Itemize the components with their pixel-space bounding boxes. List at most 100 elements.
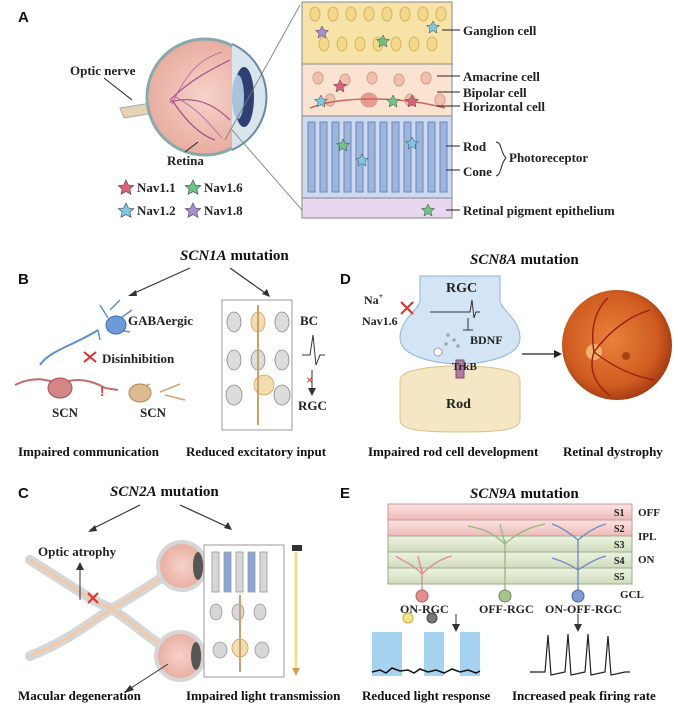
label-photoreceptor: Photoreceptor	[509, 150, 588, 165]
panel-c: C SCN2A mutation Optic atrophy	[18, 484, 341, 703]
label-na-sup: +	[379, 292, 384, 301]
panel-d-gene: SCN8A	[470, 252, 517, 268]
caption-e-left: Reduced light response	[362, 688, 491, 703]
nav16-marker-icon	[420, 203, 436, 217]
label-off: OFF	[638, 507, 660, 519]
nav11-marker-icon	[332, 79, 348, 93]
label-amacrine-cell: Amacrine cell	[463, 69, 540, 84]
label-rgc-d: RGC	[446, 281, 477, 296]
spike-trace	[302, 334, 325, 366]
panel-e-title: SCN9A mutation	[470, 486, 579, 502]
caption-c-left: Macular degeneration	[18, 688, 142, 703]
legend-star-icon	[184, 179, 202, 195]
label-scn-right: SCN	[140, 405, 167, 420]
caption-b-left: Impaired communication	[18, 444, 160, 459]
panel-b: B SCN1A mutation ! GABAergic Disinhibiti…	[14, 248, 327, 459]
block-x-icon	[87, 592, 99, 604]
panel-b-gene: SCN1A	[180, 248, 227, 264]
label-off-rgc: OFF-RGC	[479, 602, 534, 616]
caption-b-right: Reduced excitatory input	[186, 444, 327, 459]
label-on-rgc: ON-RGC	[400, 602, 449, 616]
label-gcl: GCL	[620, 589, 644, 601]
nav16-marker-icon	[375, 34, 391, 48]
nav16-marker-icon	[385, 94, 401, 108]
bipolar-stack-illustration	[221, 299, 293, 431]
panel-b-title: SCN1A mutation	[180, 248, 289, 264]
nav-legend: Nav1.1 Nav1.6 Nav1.2 Nav1.8	[117, 179, 243, 218]
label-rpe: Retinal pigment epithelium	[463, 203, 615, 218]
legend-label-nav11: Nav1.1	[137, 180, 176, 195]
nav12-marker-icon	[425, 20, 441, 34]
panel-d: D SCN8A mutation RGC Na+ Nav1.6 BDNF Trk…	[340, 252, 672, 459]
nav16-marker-icon	[335, 138, 351, 152]
panel-a: A Optic nerve Retina Nav1.1 Nav1.6	[18, 1, 615, 219]
firing-rate-trace	[530, 614, 630, 676]
legend-item-nav18: Nav1.8	[184, 202, 243, 218]
panel-d-title: SCN8A mutation	[470, 252, 579, 268]
nav11-marker-icon	[404, 94, 420, 108]
legend-item-nav16: Nav1.6	[184, 179, 243, 195]
label-ganglion-cell: Ganglion cell	[463, 23, 537, 38]
label-ipl: IPL	[638, 531, 656, 543]
nav12-marker-icon	[313, 94, 329, 108]
retina-label: Retina	[167, 153, 204, 168]
legend-star-icon	[117, 202, 135, 218]
nav12-marker-icon	[354, 153, 370, 167]
light-transmission-illustration	[203, 544, 302, 678]
stratum-s1: S1	[614, 508, 625, 519]
panel-c-title: SCN2A mutation	[110, 484, 219, 500]
label-na: Na+	[364, 292, 384, 307]
block-x-icon: ×	[306, 373, 313, 387]
fundus-image	[562, 290, 672, 400]
red-warning-icon: !	[100, 384, 104, 399]
label-nav16-d: Nav1.6	[362, 314, 398, 328]
label-na-text: Na	[364, 293, 379, 307]
synapse-illustration	[399, 275, 521, 433]
label-rgc-b: RGC	[298, 398, 327, 413]
label-horizontal-cell: Horizontal cell	[463, 99, 545, 114]
panel-e: E SCN9A mutation S1 S2 S3 S4 S5 OFF IPL …	[340, 485, 660, 703]
optic-nerve-label: Optic nerve	[70, 63, 136, 78]
panel-c-letter: C	[18, 485, 29, 502]
label-on: ON	[638, 554, 655, 566]
legend-star-icon	[117, 179, 135, 195]
panel-a-letter: A	[18, 9, 29, 26]
ipl-strata	[387, 503, 633, 585]
eye-illustration	[119, 37, 268, 157]
legend-star-icon	[184, 202, 202, 218]
label-scn-left: SCN	[52, 405, 79, 420]
stratum-s5: S5	[614, 572, 625, 583]
stratum-s3: S3	[614, 540, 625, 551]
legend-label-nav18: Nav1.8	[204, 203, 243, 218]
panel-d-letter: D	[340, 271, 351, 288]
legend-item-nav12: Nav1.2	[117, 202, 176, 218]
legend-label-nav12: Nav1.2	[137, 203, 176, 218]
panel-b-letter: B	[18, 271, 29, 288]
label-trkb: TrkB	[452, 361, 478, 373]
caption-d-right: Retinal dystrophy	[563, 444, 663, 459]
label-bipolar-cell: Bipolar cell	[463, 85, 527, 100]
layer-labels: Ganglion cell Amacrine cell Bipolar cell…	[437, 23, 615, 218]
label-gabaergic: GABAergic	[128, 313, 193, 328]
label-rod: Rod	[463, 139, 487, 154]
rgc-dendrites	[395, 523, 607, 603]
label-rod-d: Rod	[446, 397, 471, 412]
channel-block-icon	[400, 301, 414, 315]
panel-b-suffix: mutation	[227, 248, 290, 264]
panel-e-letter: E	[340, 485, 350, 502]
label-cone: Cone	[463, 164, 492, 179]
optic-chiasm-illustration	[25, 540, 208, 682]
panel-e-suffix: mutation	[517, 486, 580, 502]
panel-e-gene: SCN9A	[470, 486, 517, 502]
neuron-illustration	[14, 299, 186, 403]
legend-item-nav11: Nav1.1	[117, 179, 176, 195]
label-bdnf: BDNF	[470, 333, 503, 347]
label-bc: BC	[300, 313, 318, 328]
label-disinhibition: Disinhibition	[102, 351, 175, 366]
light-response-trace	[371, 612, 481, 676]
stratum-s4: S4	[614, 556, 625, 567]
nav12-marker-icon	[404, 136, 420, 150]
caption-d-left: Impaired rod cell development	[368, 444, 539, 459]
nav18-marker-icon	[314, 25, 330, 39]
